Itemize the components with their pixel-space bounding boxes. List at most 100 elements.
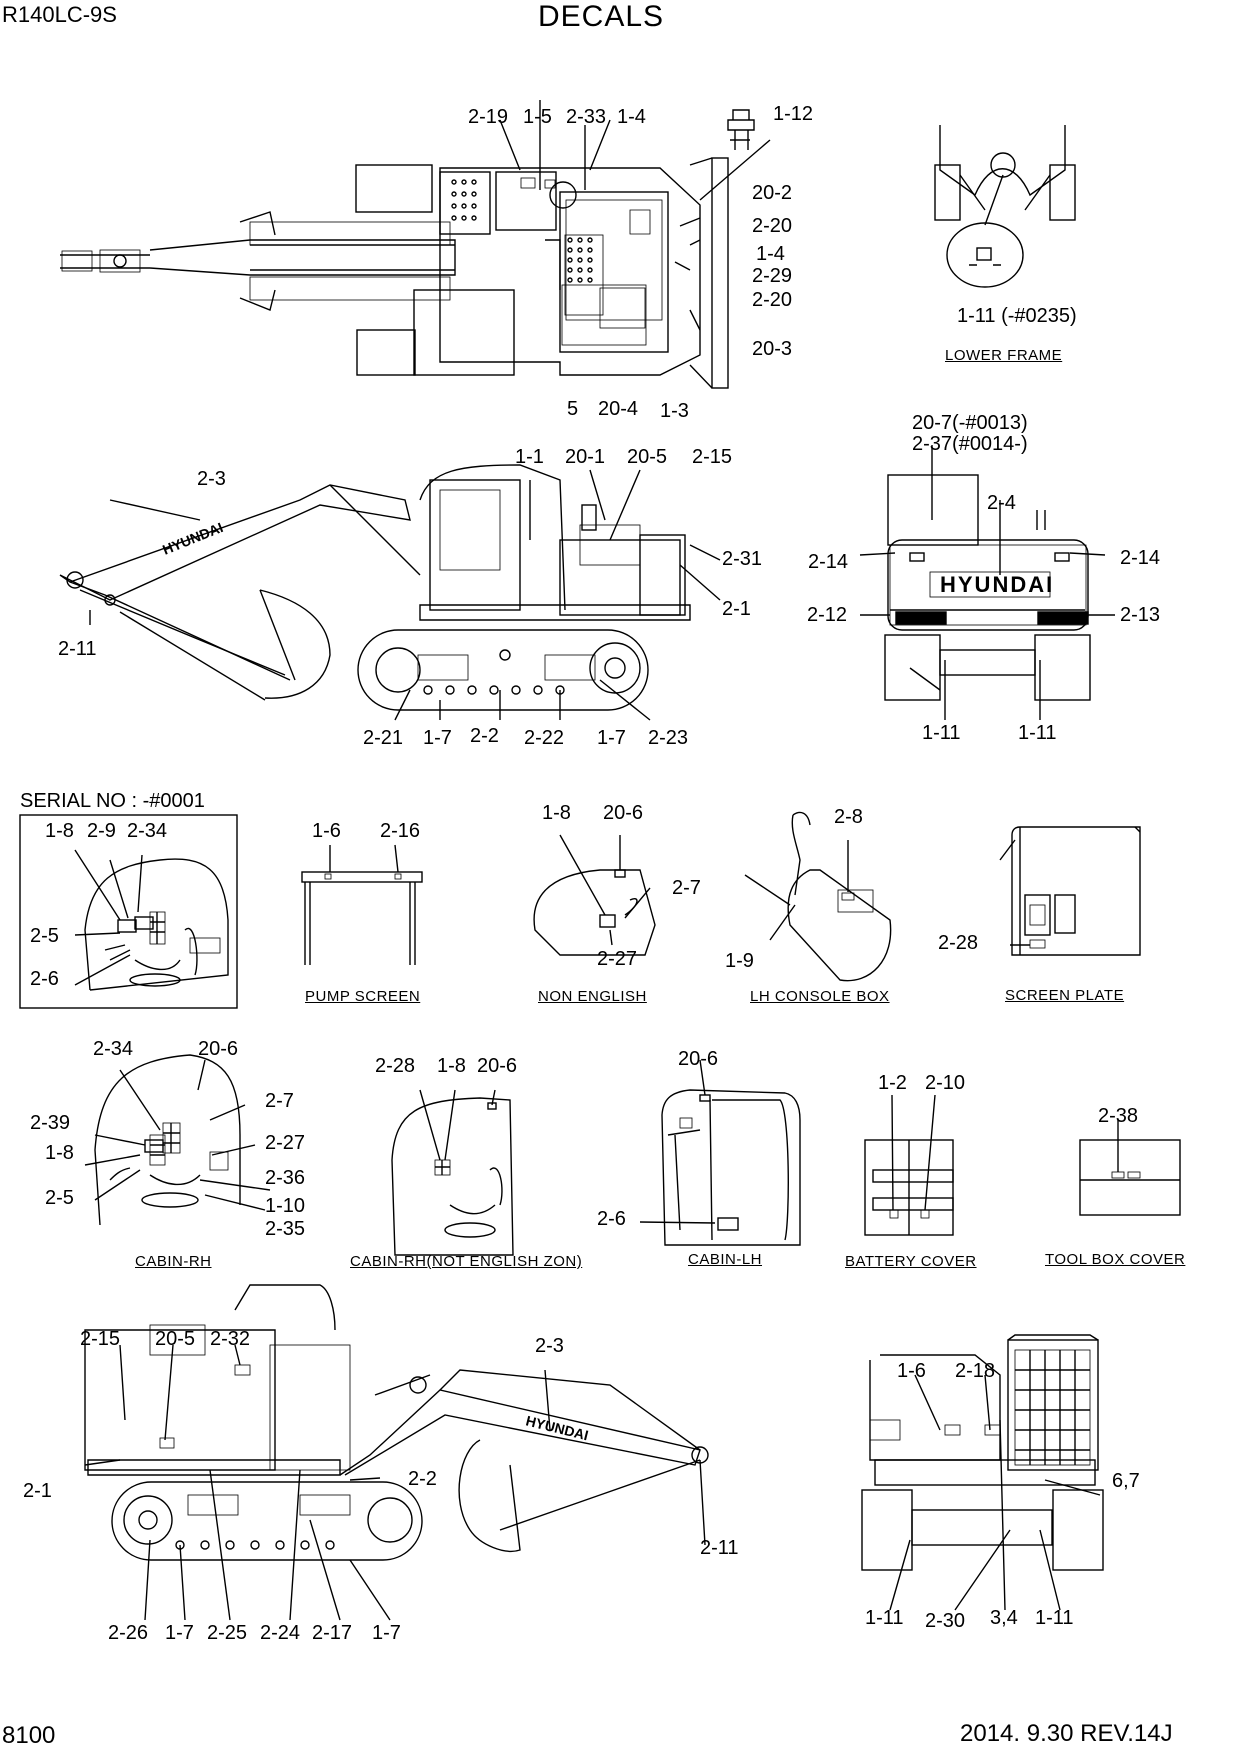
caption-cabin-rh-not-english: CABIN-RH(NOT ENGLISH ZON): [350, 1253, 583, 1270]
callout-label: 1-7: [372, 1622, 401, 1644]
callout-label: 2-37(#0014-): [912, 433, 1028, 455]
callout-label: 20-5: [627, 446, 668, 468]
callout-label: 20-6: [477, 1055, 518, 1077]
screen-plate-drawing: [999, 826, 1141, 956]
top-view-drawing: [60, 100, 771, 389]
callout-label: 2-19: [468, 106, 509, 128]
callout-label: 2-15: [80, 1328, 121, 1350]
callout-label: 1-1: [515, 446, 544, 468]
serial-box-drawing: [19, 814, 238, 1009]
callout-label: 2-12: [807, 604, 848, 626]
callout-label: 1-8: [45, 1142, 74, 1164]
callout-label: 20-5: [155, 1328, 196, 1350]
caption-non-english: NON ENGLISH: [538, 988, 647, 1005]
callout-label: 2-23: [648, 727, 689, 749]
callout-label: 2-28: [375, 1055, 416, 1077]
callout-label: 1-6: [312, 820, 341, 842]
callout-label: 2-15: [692, 446, 733, 468]
callout-label: 2-18: [955, 1360, 996, 1382]
callout-label: 2-4: [987, 492, 1016, 514]
cabin-lh-drawing: [639, 1059, 801, 1246]
callout-label: 1-7: [423, 727, 452, 749]
callout-label: 2-17: [312, 1622, 353, 1644]
callout-label: 2-7: [265, 1090, 294, 1112]
caption-pump-screen: PUMP SCREEN: [305, 988, 421, 1005]
cabin-rh-drawing: [84, 1054, 271, 1226]
callout-label: 2-5: [45, 1187, 74, 1209]
callout-label: 2-6: [597, 1208, 626, 1230]
callout-label: 2-5: [30, 925, 59, 947]
callout-label: 2-2: [470, 725, 499, 747]
caption-lower-frame: LOWER FRAME: [945, 347, 1063, 364]
callout-label: 2-16: [380, 820, 421, 842]
callout-label: 2-25: [207, 1622, 248, 1644]
callout-label: 20-7(-#0013): [912, 412, 1028, 434]
callout-label: 1-11: [1035, 1607, 1074, 1629]
callout-label: 1-11 (-#0235): [957, 305, 1077, 327]
tool-box-cover-drawing: [1079, 1120, 1181, 1216]
callout-label: 2-14: [808, 551, 849, 573]
page-number: 8100: [2, 1722, 56, 1749]
callout-label: 2-22: [524, 727, 565, 749]
callout-label: 2-34: [93, 1038, 134, 1060]
pump-screen-drawing: [301, 844, 423, 965]
callout-label: 2-21: [363, 727, 404, 749]
callout-label: 2-20: [752, 289, 793, 311]
callout-label: 2-13: [1120, 604, 1161, 626]
battery-cover-drawing: [864, 1094, 954, 1236]
lower-frame-drawing: [934, 125, 1076, 288]
callout-label: 1-2: [878, 1072, 907, 1094]
caption-tool-box-cover: TOOL BOX COVER: [1045, 1251, 1186, 1268]
callout-label: 2-31: [722, 548, 763, 570]
callout-label: 2-26: [108, 1622, 149, 1644]
callout-label: 2-14: [1120, 547, 1161, 569]
caption-cabin-rh: CABIN-RH: [135, 1253, 212, 1270]
callout-label: 2-24: [260, 1622, 301, 1644]
callout-label: 2-27: [597, 948, 638, 970]
callout-label: 2-20: [752, 215, 793, 237]
callout-label: 1-4: [617, 106, 646, 128]
callout-label: 1-8: [542, 802, 571, 824]
cabin-rh-ne-drawing: [391, 1089, 514, 1256]
callout-label: 2-33: [566, 106, 607, 128]
serial-box-title: SERIAL NO : -#0001: [20, 790, 205, 812]
callout-label: 1-8: [45, 820, 74, 842]
callout-label: 6,7: [1112, 1470, 1140, 1492]
callout-label: 20-3: [752, 338, 793, 360]
callout-label: 1-11: [922, 722, 961, 744]
callout-label: 1-3: [660, 400, 689, 422]
callout-label: 20-6: [198, 1038, 239, 1060]
callout-label: 2-8: [834, 806, 863, 828]
caption-cabin-lh: CABIN-LH: [688, 1251, 763, 1268]
callout-label: 2-30: [925, 1610, 966, 1632]
revision-date: 2014. 9.30 REV.14J: [960, 1720, 1173, 1747]
callout-label: 2-29: [752, 265, 793, 287]
callout-label: 1-7: [597, 727, 626, 749]
callout-label: 2-11: [58, 638, 97, 660]
callout-label: 2-35: [265, 1218, 306, 1240]
callout-label: 2-10: [925, 1072, 966, 1094]
callout-label: 2-11: [700, 1537, 739, 1559]
callout-label: 2-2: [408, 1468, 437, 1490]
lh-console-drawing: [744, 811, 892, 982]
callout-label: 1-11: [1018, 722, 1057, 744]
non-english-drawing: [533, 834, 656, 956]
callout-label: 20-2: [752, 182, 793, 204]
callout-label: 1-7: [165, 1622, 194, 1644]
model-number: R140LC-9S: [2, 2, 117, 27]
callout-label: 2-1: [23, 1480, 52, 1502]
rear-view-drawing: HYUNDAI: [859, 445, 1115, 720]
callout-label: 2-3: [197, 468, 226, 490]
callout-label: 3,4: [990, 1607, 1018, 1629]
callout-label: 2-1: [722, 598, 751, 620]
callout-label: 2-36: [265, 1167, 306, 1189]
callout-label: 1-9: [725, 950, 754, 972]
caption-lh-console-box: LH CONSOLE BOX: [750, 988, 890, 1005]
callout-label: 2-32: [210, 1328, 251, 1350]
callout-label: 1-6: [897, 1360, 926, 1382]
svg-text:HYUNDAI: HYUNDAI: [940, 572, 1054, 597]
callout-label: 2-28: [938, 932, 979, 954]
callout-label: 1-12: [773, 103, 814, 125]
page-title: DECALS: [538, 0, 665, 33]
